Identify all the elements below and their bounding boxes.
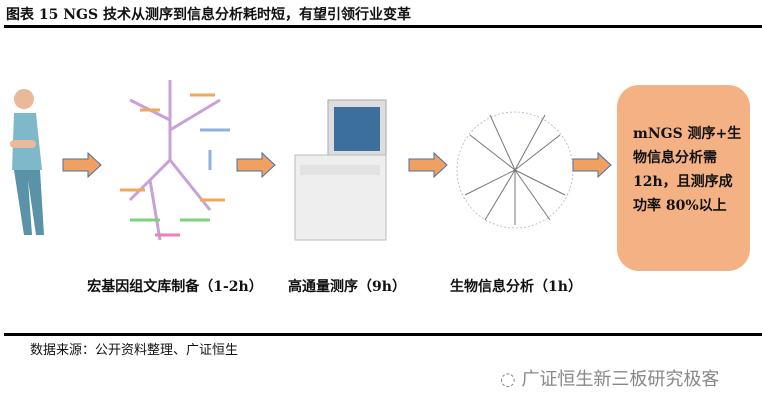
result-box: mNGS 测序+生物信息分析需 12h，且测序成功率 80%以上 xyxy=(617,85,750,271)
patient-illustration xyxy=(10,89,44,235)
step-caption-library: 宏基因组文库制备（1-2h） xyxy=(87,279,263,295)
watermark: ◌ 广证恒生新三板研究极客 xyxy=(500,365,719,391)
figure-title: 图表 15 NGS 技术从测序到信息分析耗时短，有望引领行业变革 xyxy=(6,7,411,23)
wechat-icon: ◌ xyxy=(500,369,522,390)
result-text: mNGS 测序+生物信息分析需 12h，且测序成功率 80%以上 xyxy=(633,126,742,214)
arrow-icon xyxy=(408,152,448,178)
sequencer-image xyxy=(294,99,387,241)
step-caption-bioinformatics: 生物信息分析（1h） xyxy=(450,279,582,295)
step-caption-sequencing: 高通量测序（9h） xyxy=(288,279,406,295)
top-rule xyxy=(4,25,762,28)
library-prep-diagram xyxy=(120,80,230,241)
phylogenetic-tree-image xyxy=(456,111,574,229)
arrow-icon xyxy=(236,152,276,178)
arrow-icon xyxy=(572,152,612,178)
watermark-text: 广证恒生新三板研究极客 xyxy=(521,369,720,390)
source-note: 数据来源：公开资料整理、广证恒生 xyxy=(30,343,239,358)
arrow-icon xyxy=(62,152,102,178)
bottom-rule xyxy=(4,333,762,336)
